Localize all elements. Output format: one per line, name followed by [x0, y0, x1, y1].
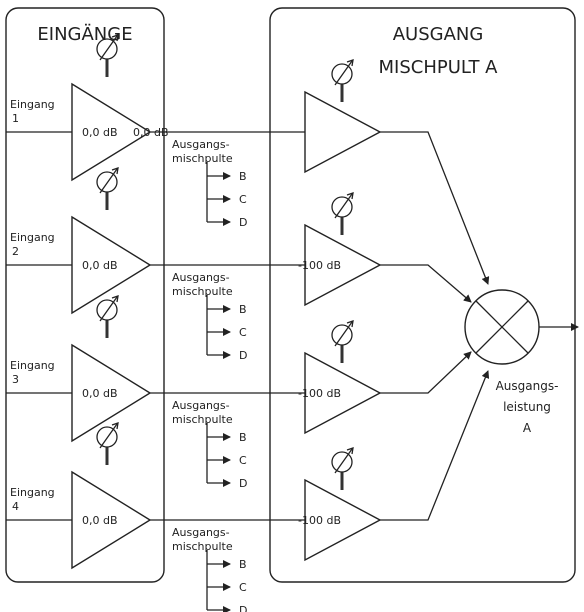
mix-amplifier [304, 90, 382, 174]
send-bus-c: C [239, 581, 247, 594]
input-gain-knob-icon [96, 38, 118, 60]
send-bus-c: C [239, 454, 247, 467]
send-bus-d: D [239, 477, 247, 490]
input-amplifier [71, 215, 152, 315]
mixer-output-label-line2: leistung [503, 400, 551, 414]
input-label-line1: Eingang [10, 98, 55, 111]
input-amplifier [71, 470, 152, 570]
mix-gain-knob-needle [334, 448, 353, 474]
mix-gain-knob-icon [331, 451, 353, 473]
mix-gain-knob-needle-tip [346, 192, 354, 200]
summing-mixer [464, 289, 540, 365]
mix-route [380, 351, 472, 394]
mix-gain-value: -100 dB [298, 387, 341, 400]
input-label-line1: Eingang [10, 359, 55, 372]
input-label-line2: 4 [12, 500, 19, 513]
input-gain-value: 0,0 dB [82, 387, 118, 400]
send-bus-d: D [239, 349, 247, 362]
mix-amplifier [304, 351, 382, 435]
input-gain-value: 0,0 dB [82, 514, 118, 527]
send-bus-c: C [239, 326, 247, 339]
send-bus-b: B [239, 558, 247, 571]
output-panel [269, 7, 576, 583]
mixer-output-label-line1: Ausgangs- [496, 379, 559, 393]
mix-amplifier [304, 223, 382, 307]
send-bus-b: B [239, 303, 247, 316]
mix-gain-knob-needle [334, 193, 353, 219]
sends-label-line2: mischpulte [172, 152, 233, 165]
mix-gain-knob-icon [331, 196, 353, 218]
mix-gain-value: -100 dB [298, 259, 341, 272]
input-label-line2: 2 [12, 245, 19, 258]
mix-gain-knob-icon [331, 324, 353, 346]
mix-gain-knob-needle-tip [346, 447, 354, 455]
mix-gain-knob-needle [334, 60, 353, 86]
mix-route [380, 131, 490, 285]
send-bus-b: B [239, 170, 247, 183]
input-gain-value: 0,0 dB [82, 126, 118, 139]
mix-amplifier [304, 478, 382, 562]
input-label-line2: 1 [12, 112, 19, 125]
input-gain-knob-needle-tip [111, 422, 119, 430]
mix-gain-value: 0,0 dB [133, 126, 169, 139]
sends-label-line2: mischpulte [172, 540, 233, 553]
sends-label-line2: mischpulte [172, 413, 233, 426]
mix-gain-knob-needle [334, 321, 353, 347]
mix-gain-knob-needle-tip [346, 59, 354, 67]
sends-label-line2: mischpulte [172, 285, 233, 298]
input-label-line2: 3 [12, 373, 19, 386]
input-gain-knob-needle-tip [111, 167, 119, 175]
mix-gain-knob-icon [331, 63, 353, 85]
summing-mixer-cross-b [475, 300, 529, 354]
input-amplifier [71, 82, 152, 182]
input-gain-value: 0,0 dB [82, 259, 118, 272]
sends-label-line1: Ausgangs- [172, 271, 230, 284]
mix-route [380, 264, 472, 303]
input-gain-knob-needle [99, 168, 118, 194]
output-panel-title-line1: AUSGANG [393, 24, 484, 45]
input-gain-knob-icon [96, 171, 118, 193]
input-gain-knob-icon [96, 426, 118, 448]
sends-label-line1: Ausgangs- [172, 399, 230, 412]
output-panel-title-line2: MISCHPULT A [379, 57, 499, 78]
input-label-line1: Eingang [10, 486, 55, 499]
input-gain-knob-needle [99, 423, 118, 449]
send-bus-d: D [239, 604, 247, 612]
input-gain-knob-needle-tip [111, 34, 119, 42]
mixer-output-label-line3: A [523, 421, 532, 435]
send-bus-d: D [239, 216, 247, 229]
sends-label-line1: Ausgangs- [172, 526, 230, 539]
send-bus-c: C [239, 193, 247, 206]
send-bus-b: B [239, 431, 247, 444]
input-label-line1: Eingang [10, 231, 55, 244]
mix-route [380, 370, 490, 521]
input-gain-knob-needle [99, 296, 118, 322]
input-gain-knob-icon [96, 299, 118, 321]
input-gain-knob-needle [99, 35, 118, 61]
mix-gain-value: -100 dB [298, 514, 341, 527]
input-gain-knob-needle-tip [111, 295, 119, 303]
sends-label-line1: Ausgangs- [172, 138, 230, 151]
mix-gain-knob-needle-tip [346, 320, 354, 328]
input-amplifier [71, 343, 152, 443]
